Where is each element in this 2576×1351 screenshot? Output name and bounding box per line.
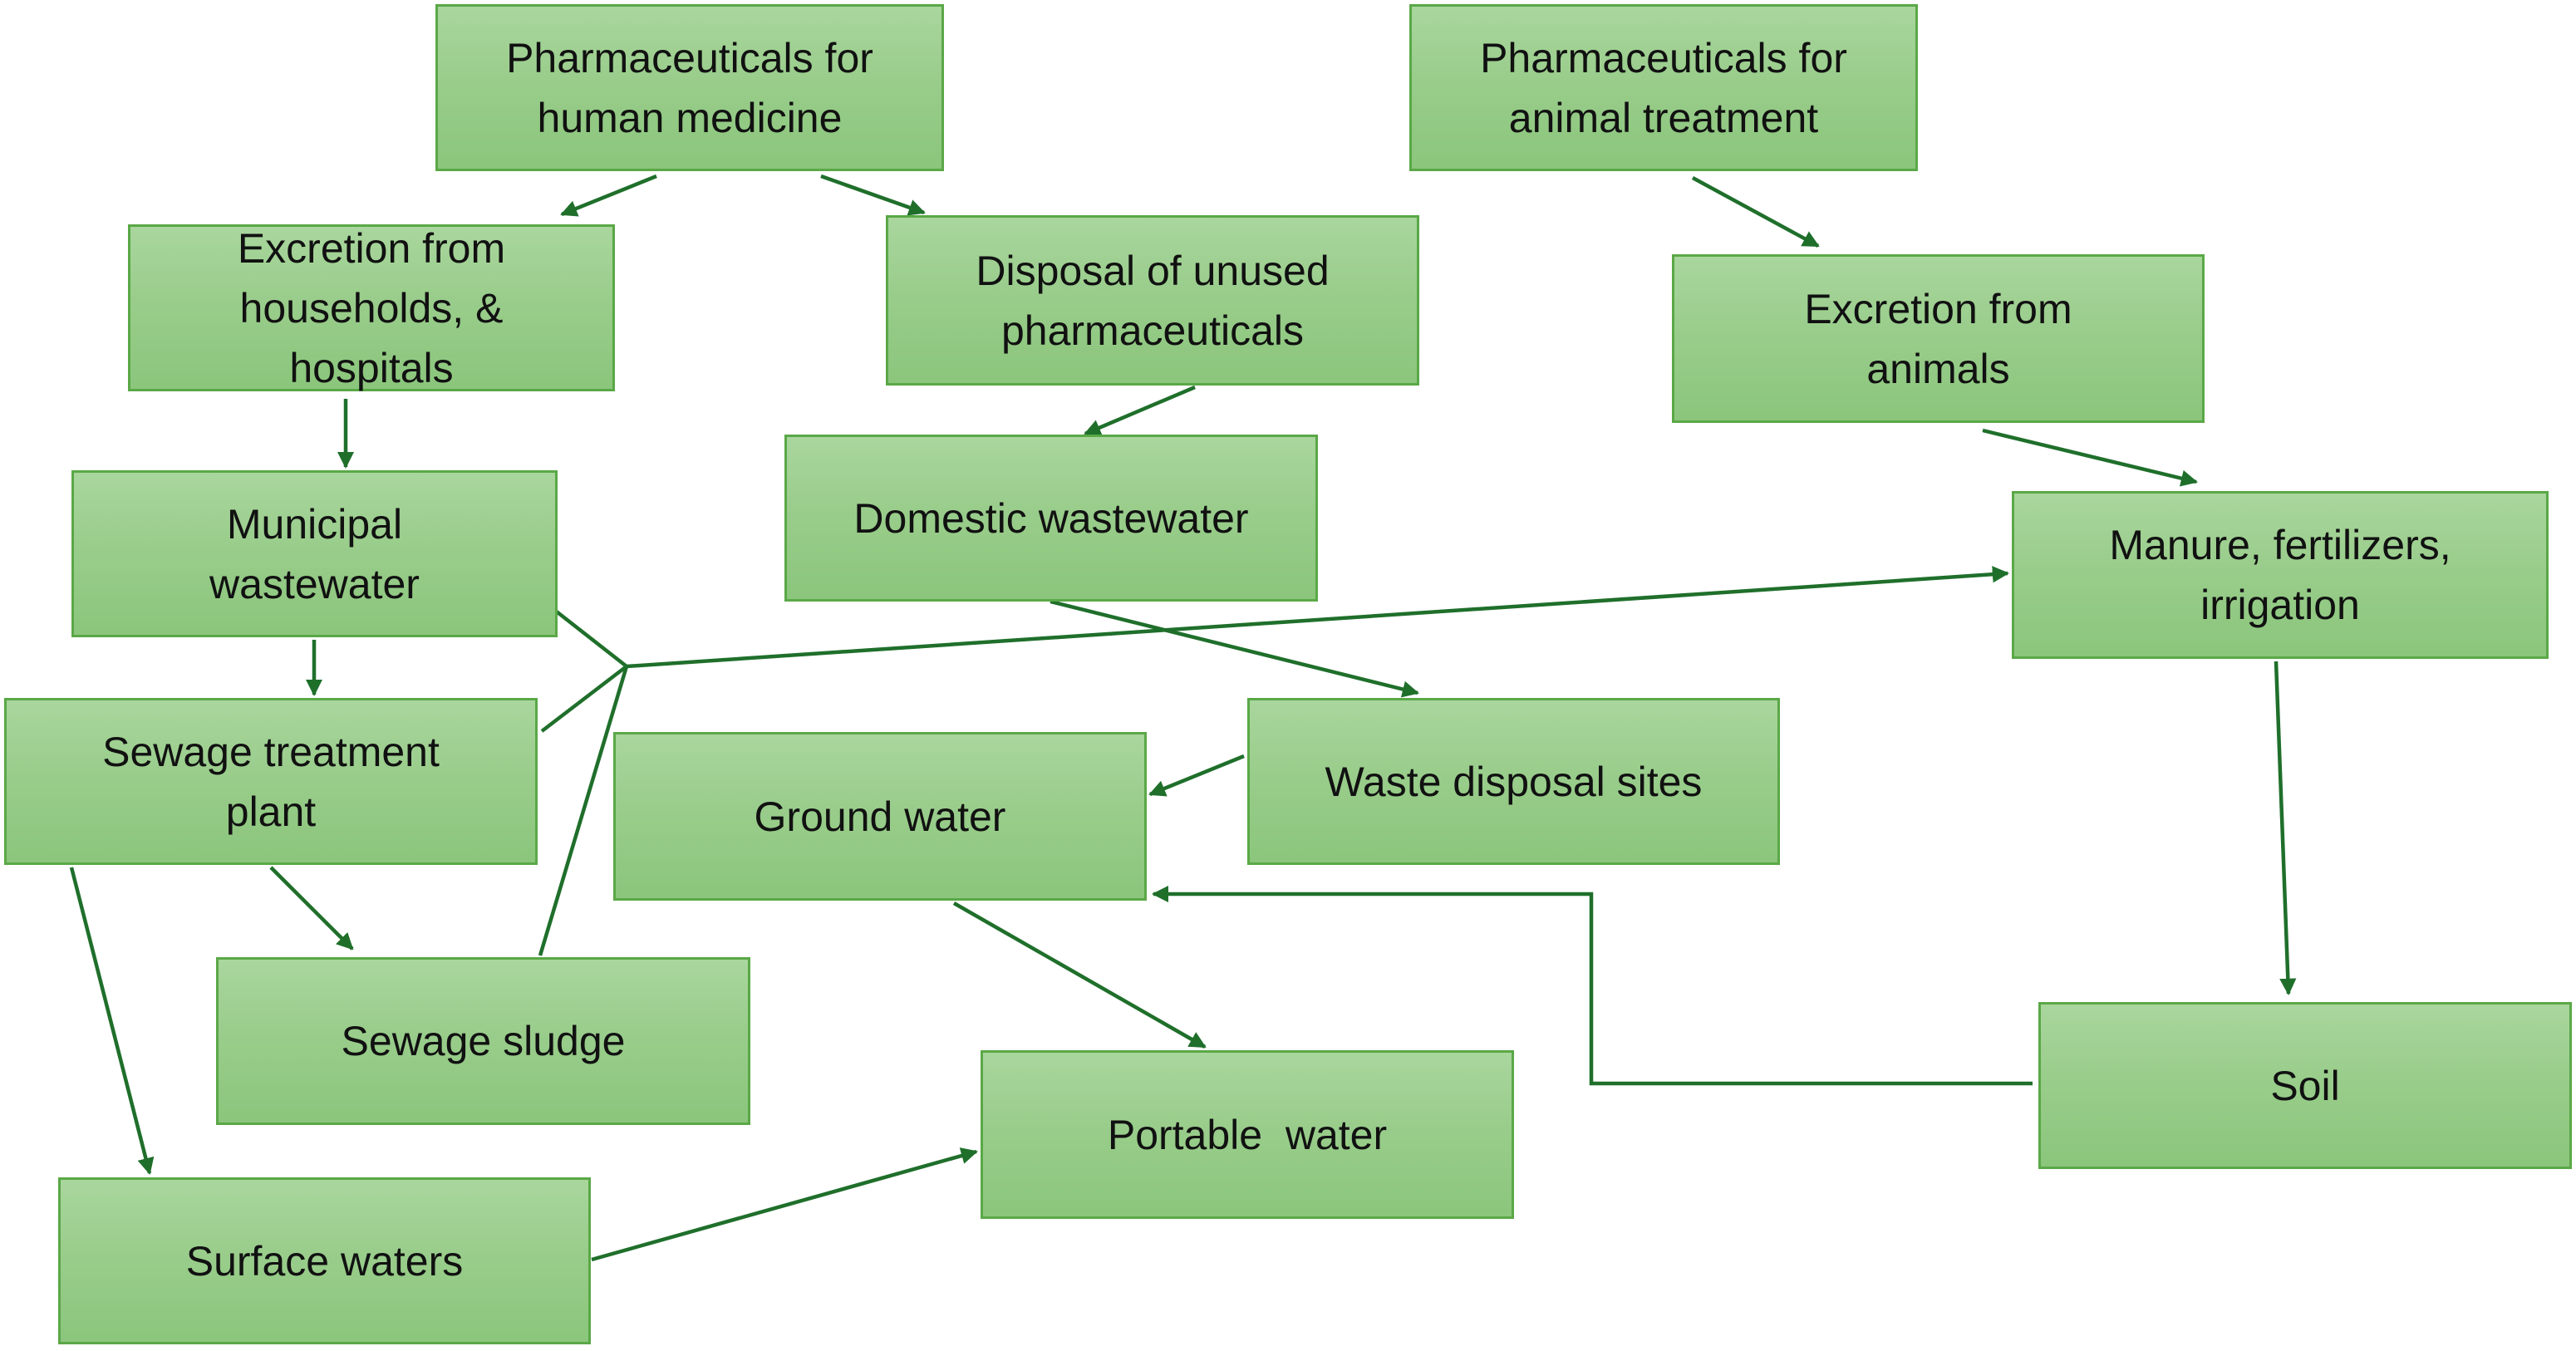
node-label: Surface waters <box>185 1237 464 1285</box>
node-portable-water[interactable]: Portable water <box>981 1050 1514 1219</box>
node-municipal-wastewater[interactable]: Municipal wastewater <box>71 470 558 637</box>
edge-domestic-to-waste-disposal <box>1050 599 1419 698</box>
node-surface-waters[interactable]: Surface waters <box>58 1177 591 1344</box>
edge-sewage-treatment-to-surface-waters <box>69 867 155 1175</box>
node-sewage-sludge[interactable]: Sewage sludge <box>216 957 750 1125</box>
node-label: Manure, fertilizers, irrigation <box>2109 522 2451 628</box>
node-label: Excretion from animals <box>1804 285 2072 392</box>
edge-waste-disposal-to-ground-water <box>1148 754 1245 797</box>
node-pharmaceuticals-human-medicine[interactable]: Pharmaceuticals for human medicine <box>435 4 944 171</box>
node-manure-fertilizers-irrigation[interactable]: Manure, fertilizers, irrigation <box>2012 491 2549 659</box>
edge-pharm-animal-to-excretion-animals <box>1691 176 1820 248</box>
edge-disposal-to-domestic <box>1084 385 1196 436</box>
node-label: Soil <box>2270 1062 2340 1109</box>
node-ground-water[interactable]: Ground water <box>613 732 1147 901</box>
node-domestic-wastewater[interactable]: Domestic wastewater <box>784 435 1318 602</box>
edge-pharm-human-to-disposal-unused <box>820 174 926 216</box>
edge-manure-to-soil <box>2274 661 2297 996</box>
edge-ground-water-to-portable-water <box>952 901 1207 1049</box>
node-excretion-households-hospitals[interactable]: Excretion from households, & hospitals <box>128 224 615 391</box>
edge-excretion-animals-to-manure <box>1982 428 2198 487</box>
edge-surface-waters-to-portable-water <box>591 1147 978 1262</box>
edge-pharm-human-to-excretion-households <box>560 174 657 217</box>
node-label: Sewage sludge <box>341 1018 626 1064</box>
node-disposal-unused-pharmaceuticals[interactable]: Disposal of unused pharmaceuticals <box>886 215 1419 386</box>
edge-municipal-to-junction <box>548 605 628 668</box>
node-label: Pharmaceuticals for animal treatment <box>1480 34 1847 141</box>
node-label: Disposal of unused pharmaceuticals <box>976 247 1330 354</box>
edge-sewage-treatment-to-junction <box>540 665 628 733</box>
node-label: Sewage treatment plant <box>102 728 440 835</box>
node-excretion-animals[interactable]: Excretion from animals <box>1672 254 2205 423</box>
node-label: Domestic wastewater <box>853 494 1249 542</box>
node-waste-disposal-sites[interactable]: Waste disposal sites <box>1247 698 1780 865</box>
node-label: Waste disposal sites <box>1325 758 1703 805</box>
node-sewage-treatment-plant[interactable]: Sewage treatment plant <box>4 698 538 865</box>
edge-sewage-treatment-to-sewage-sludge <box>269 866 354 951</box>
node-pharmaceuticals-animal-treatment[interactable]: Pharmaceuticals for animal treatment <box>1409 4 1918 171</box>
node-label: Ground water <box>754 793 1006 840</box>
node-label: Portable water <box>1107 1111 1388 1158</box>
node-soil[interactable]: Soil <box>2038 1002 2572 1169</box>
node-label: Excretion from households, & hospitals <box>237 224 506 391</box>
node-label: Pharmaceuticals for human medicine <box>506 34 873 141</box>
node-label: Municipal wastewater <box>209 500 420 607</box>
